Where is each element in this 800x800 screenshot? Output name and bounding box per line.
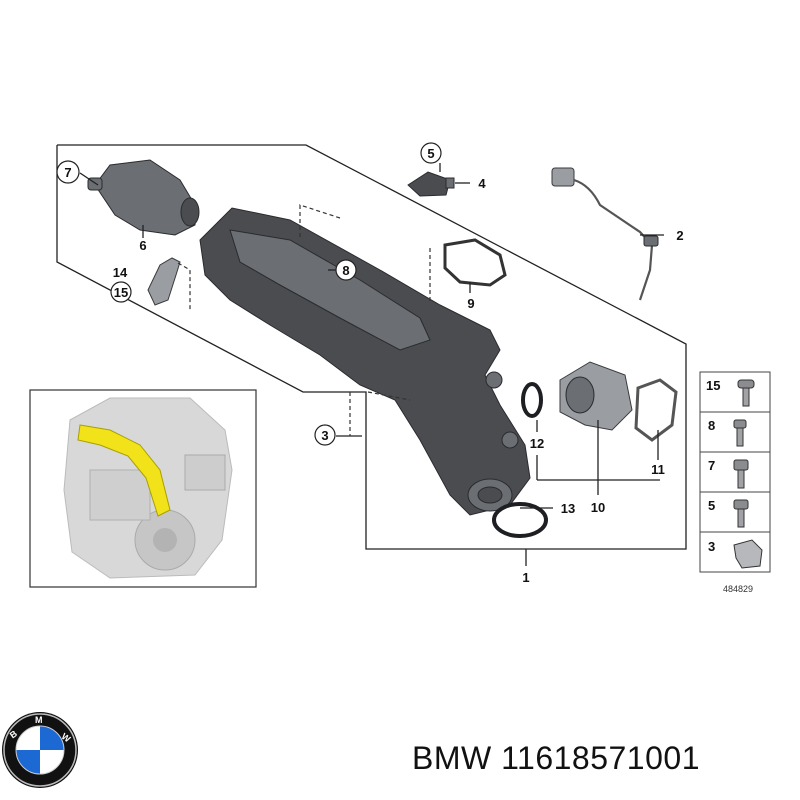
callout-2: 2 — [676, 228, 683, 243]
part-oring-12 — [521, 382, 543, 418]
svg-text:7: 7 — [64, 165, 71, 180]
part-throttle-housing — [87, 159, 200, 236]
svg-text:15: 15 — [114, 285, 128, 300]
legend-item-7: 7 — [708, 458, 715, 473]
callout-6: 6 — [139, 238, 146, 253]
svg-text:5: 5 — [427, 146, 434, 161]
fastener-legend: 15 8 7 5 3 484829 — [699, 371, 771, 594]
engine-block-illustration — [63, 397, 233, 579]
leader-lines — [79, 163, 664, 509]
part-number: 11618571001 — [501, 740, 700, 776]
callout-10: 10 — [591, 500, 605, 515]
diagram-number: 484829 — [723, 584, 753, 594]
part-cable-sensor — [551, 167, 659, 301]
part-gasket-11 — [634, 378, 678, 442]
callout-8: 8 — [335, 259, 357, 281]
svg-text:3: 3 — [321, 428, 328, 443]
highlighted-intake-manifold — [77, 424, 171, 517]
callout-4: 4 — [478, 176, 486, 191]
svg-text:B: B — [8, 728, 19, 740]
screw-icon-8 — [733, 419, 747, 447]
callout-12: 12 — [530, 436, 544, 451]
assembly-outline — [56, 144, 687, 566]
screw-icon-5 — [733, 499, 749, 528]
callout-3: 3 — [314, 424, 336, 446]
part-intake-manifold — [199, 207, 531, 516]
callout-14: 14 — [113, 265, 128, 280]
legend-item-15: 15 — [706, 378, 720, 393]
callout-1: 1 — [522, 570, 529, 585]
engine-inset — [29, 389, 257, 588]
part-flange-10 — [559, 361, 633, 431]
dashed-leaders — [177, 204, 431, 436]
legend-item-5: 5 — [708, 498, 715, 513]
brand-name: BMW — [412, 740, 492, 776]
brand-part-number: BMW 11618571001 — [412, 740, 700, 777]
callout-11: 11 — [651, 462, 665, 477]
callout-9: 9 — [467, 296, 474, 311]
svg-text:8: 8 — [342, 263, 349, 278]
part-gasket-9 — [443, 238, 507, 287]
part-ring-13 — [492, 502, 548, 538]
callout-15: 15 — [110, 281, 132, 303]
callout-5: 5 — [420, 142, 442, 164]
screw-icon-15 — [737, 379, 755, 407]
part-sensor-5 — [407, 171, 455, 197]
svg-text:M: M — [35, 715, 43, 725]
screw-icon-7 — [733, 459, 749, 489]
callout-7: 7 — [56, 160, 80, 184]
clip-icon-3 — [733, 539, 763, 569]
legend-item-3: 3 — [708, 539, 715, 554]
part-bracket-14 — [147, 257, 181, 306]
legend-item-8: 8 — [708, 418, 715, 433]
callout-13: 13 — [561, 501, 575, 516]
bmw-logo: B M W — [2, 712, 78, 788]
